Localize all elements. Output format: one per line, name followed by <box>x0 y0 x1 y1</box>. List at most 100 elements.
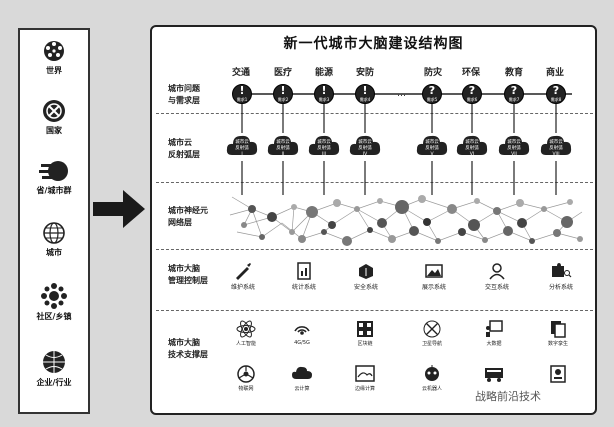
system-label: 分析系统 <box>548 284 573 291</box>
level-label: 企业/行业 <box>36 378 72 387</box>
demand-text: 需求1 <box>236 97 248 102</box>
watermark: 战略前沿技术 <box>475 390 541 403</box>
category-label: 商业 <box>546 68 565 78</box>
demand-mark: ? <box>552 84 560 97</box>
demand-mark: ! <box>280 84 286 97</box>
layer-label-line: 反射弧层 <box>168 150 200 159</box>
cloud-icon <box>540 135 572 155</box>
layer-label-line: 网络层 <box>168 218 192 227</box>
edge-window-icon <box>355 365 375 382</box>
scale-levels-panel: 世界 国家 省/城市群 城市 社区/乡镇 <box>18 28 90 414</box>
terminal-device-icon <box>550 365 566 383</box>
category-label: 交通 <box>232 68 251 78</box>
puzzle-search-icon <box>552 263 572 278</box>
wrench-pen-icon <box>236 263 251 280</box>
user-icon <box>489 263 505 280</box>
tech-cloud-computing: 云计算 <box>280 364 324 392</box>
level-label: 世界 <box>46 66 62 75</box>
demand-text: 需求8 <box>550 97 562 102</box>
demand-text: 需求5 <box>426 97 438 102</box>
blockchain-knot-icon <box>357 321 373 337</box>
globe-grid-icon <box>43 351 65 373</box>
tech-label: 边缘计算 <box>354 386 375 392</box>
cloud-label: 城市云 反射弧 III <box>317 140 331 157</box>
presentation-board-icon <box>486 320 503 337</box>
reflex-cloud: 城市云 反射弧 V <box>415 131 449 161</box>
system-display: 展示系统 <box>409 262 459 291</box>
layer-label-line: 城市云 <box>168 138 192 147</box>
level-city: 城市 <box>20 220 88 258</box>
safety-box-icon <box>359 264 373 279</box>
level-enterprise: 企业/行业 <box>20 348 88 388</box>
tech-edge-computing: 边缘计算 <box>343 364 387 392</box>
cloud-icon <box>226 135 258 155</box>
reflex-cloud: 城市云 反射弧 VIII <box>539 131 573 161</box>
layer-label-line: 技术支撑层 <box>168 350 208 359</box>
tech-label: 区块链 <box>357 341 373 347</box>
community-cluster-icon <box>41 283 67 309</box>
system-label: 展示系统 <box>421 284 446 291</box>
level-community: 社区/乡镇 <box>20 282 88 322</box>
cloud-icon <box>498 135 530 155</box>
layer-label-line: 城市神经元 <box>168 206 208 215</box>
reflex-cloud: 城市云 反射弧 VI <box>455 131 489 161</box>
demand-node: !需求2 <box>273 84 293 104</box>
tech-cloud-robot: 云机器人 <box>410 364 454 392</box>
reflex-cloud: 城市云 反射弧 III <box>307 131 341 161</box>
cloud-label: 城市云 反射弧 I <box>235 140 249 157</box>
demand-node: ?需求6 <box>462 84 482 104</box>
layer-label-neural: 城市神经元网络层 <box>168 205 208 229</box>
tech-label: 物联网 <box>238 386 254 392</box>
diagram-connectors <box>229 93 583 246</box>
tech-terminal <box>536 364 580 385</box>
cloud-icon <box>349 135 381 155</box>
satellite-icon <box>423 320 441 338</box>
level-label: 国家 <box>46 126 62 135</box>
system-statistics: 统计系统 <box>279 262 329 291</box>
demand-node: ?需求5 <box>422 84 442 104</box>
cloud-icon <box>456 135 488 155</box>
neuron-nodes <box>241 195 583 246</box>
demand-text: 需求2 <box>277 97 289 102</box>
demand-mark: ! <box>362 84 368 97</box>
cloud-label: 城市云 反射弧 VI <box>465 140 479 157</box>
tech-iot: 物联网 <box>224 364 268 392</box>
document-chart-icon <box>297 262 311 280</box>
demand-node: ?需求8 <box>546 84 566 104</box>
tech-label: 卫星导航 <box>421 341 442 347</box>
reflex-cloud: 城市云 反射弧 II <box>266 131 300 161</box>
cloud-icon <box>308 135 340 155</box>
demand-mark: ! <box>321 84 327 97</box>
category-label: 能源 <box>315 68 334 78</box>
category-label: 防灾 <box>424 68 443 78</box>
cloud-label: 城市云 反射弧 II <box>276 140 290 157</box>
demand-node: !需求1 <box>232 84 252 104</box>
tech-ai: 人工智能 <box>224 319 268 347</box>
reflex-cloud: 城市云 反射弧 VII <box>497 131 531 161</box>
demand-node: ?需求7 <box>504 84 524 104</box>
tech-4g5g: 4G/5G <box>280 319 324 346</box>
system-maintenance: 维护系统 <box>218 262 268 291</box>
layer-label-demand: 城市问题与需求层 <box>168 83 200 107</box>
server-truck-icon <box>485 368 503 382</box>
tech-label: 4G/5G <box>294 340 310 346</box>
category-label: 医疗 <box>274 68 293 78</box>
category-label: 教育 <box>505 68 524 78</box>
layer-label-line: 管理控制层 <box>168 276 208 285</box>
layer-divider <box>156 113 593 114</box>
category-label: 安防 <box>356 68 375 78</box>
cloud-icon <box>292 366 312 379</box>
network-hub-icon <box>237 365 255 383</box>
layer-label-management: 城市大脑管理控制层 <box>168 263 208 287</box>
level-label: 社区/乡镇 <box>36 312 72 321</box>
layer-divider <box>156 182 593 183</box>
system-interaction: 交互系统 <box>472 262 522 291</box>
system-security: 安全系统 <box>341 262 391 291</box>
signal-waves-icon <box>294 326 310 335</box>
reflex-cloud: 城市云 反射弧 IV <box>348 131 382 161</box>
layer-label-line: 城市大脑 <box>168 338 200 347</box>
cloud-label: 城市云 反射弧 VII <box>507 140 521 157</box>
cloud-icon <box>267 135 299 155</box>
tech-label: 数字孪生 <box>547 341 568 347</box>
demand-mark: ? <box>468 84 476 97</box>
